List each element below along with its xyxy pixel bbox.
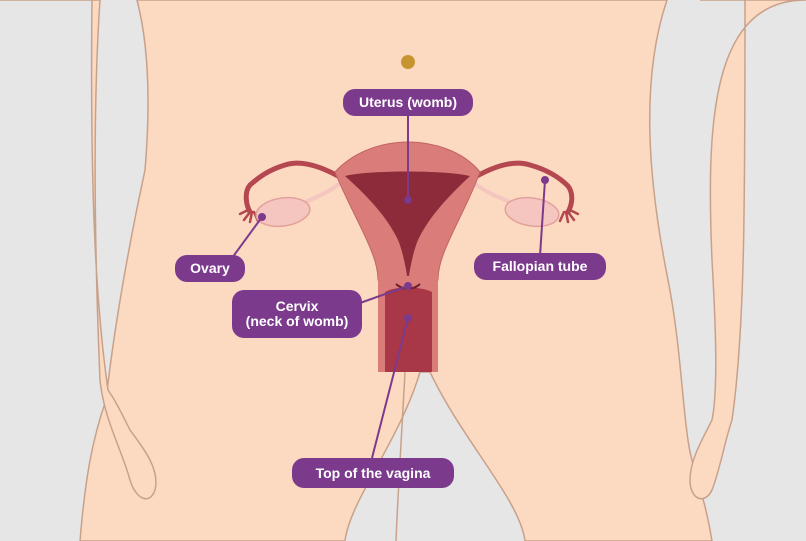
ovary-label-text: Ovary [190, 261, 230, 276]
ovary-marker [258, 213, 266, 221]
fallopian-tube-label-text: Fallopian tube [493, 259, 588, 274]
vagina-label-text: Top of the vagina [316, 466, 431, 481]
navel [401, 55, 415, 69]
cervix-label-line1: Cervix [276, 299, 319, 314]
fallopian-tube-label: Fallopian tube [474, 253, 606, 280]
vagina-label: Top of the vagina [292, 458, 454, 488]
uterus-label-text: Uterus (womb) [359, 95, 457, 110]
cervix-label-line2: (neck of womb) [246, 314, 349, 329]
vaginal-canal [385, 288, 432, 373]
ovary-label: Ovary [175, 255, 245, 282]
fallopian-marker [541, 176, 549, 184]
uterus-marker [404, 196, 412, 204]
cervix-marker [404, 282, 412, 290]
vagina-marker [404, 314, 412, 322]
cervix-label: Cervix (neck of womb) [232, 290, 362, 338]
right-arm [690, 0, 806, 499]
uterus-label: Uterus (womb) [343, 89, 473, 116]
